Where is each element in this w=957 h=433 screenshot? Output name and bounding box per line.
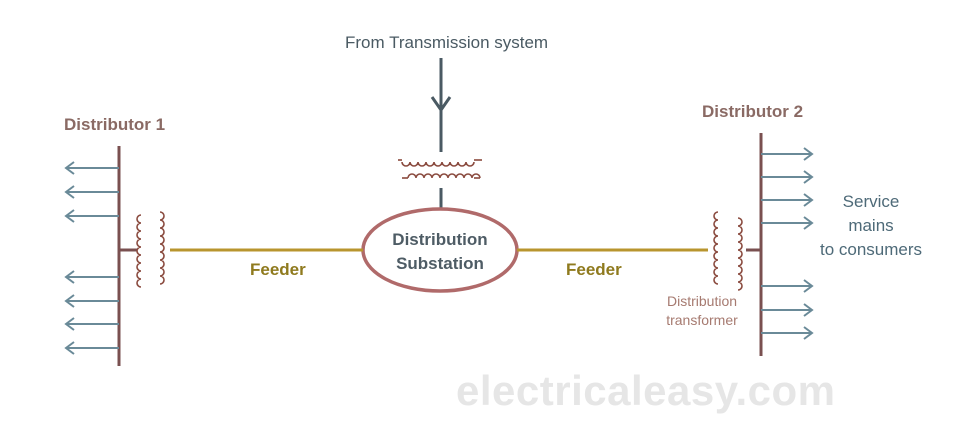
service-arrow [64,209,119,223]
service-arrow [64,161,119,175]
service-arrow [761,170,814,184]
service-arrow [64,317,119,331]
substation-label-line-1: Distribution [392,230,488,249]
left-service-arrows [64,161,119,355]
transmission-line [430,58,452,209]
service-arrow [761,279,814,293]
service-mains-line-3: to consumers [819,240,923,259]
service-arrow [761,216,814,230]
service-arrow [64,270,119,284]
distribution-transformer-line-2: transformer [666,312,738,328]
left-transformer-coils [119,211,165,288]
service-arrow [64,341,119,355]
service-arrow [761,147,814,161]
distributor-1-label: Distributor 1 [64,115,166,134]
service-mains-label: Service mains to consumers [800,190,942,262]
service-arrow [761,303,814,317]
service-arrow [761,193,814,207]
distribution-transformer-label: Distribution transformer [650,292,754,330]
distribution-transformer-line-1: Distribution [666,293,738,309]
service-arrow [64,294,119,308]
transmission-source-label: From Transmission system [345,33,549,52]
service-arrow [761,326,814,340]
service-arrow [64,185,119,199]
substation-label-line-2: Substation [396,254,484,273]
watermark: electricaleasy.com [456,367,836,414]
substation-label: Distribution Substation [362,228,518,276]
service-mains-line-1: Service [842,192,900,211]
feeder-right-label: Feeder [566,260,622,279]
service-mains-line-2: mains [848,216,894,235]
distributor-2-label: Distributor 2 [702,102,804,121]
feeder-left-label: Feeder [250,260,306,279]
right-service-arrows [761,147,814,340]
substation-transformer-coils [398,159,482,179]
right-transformer-coils [713,211,761,291]
